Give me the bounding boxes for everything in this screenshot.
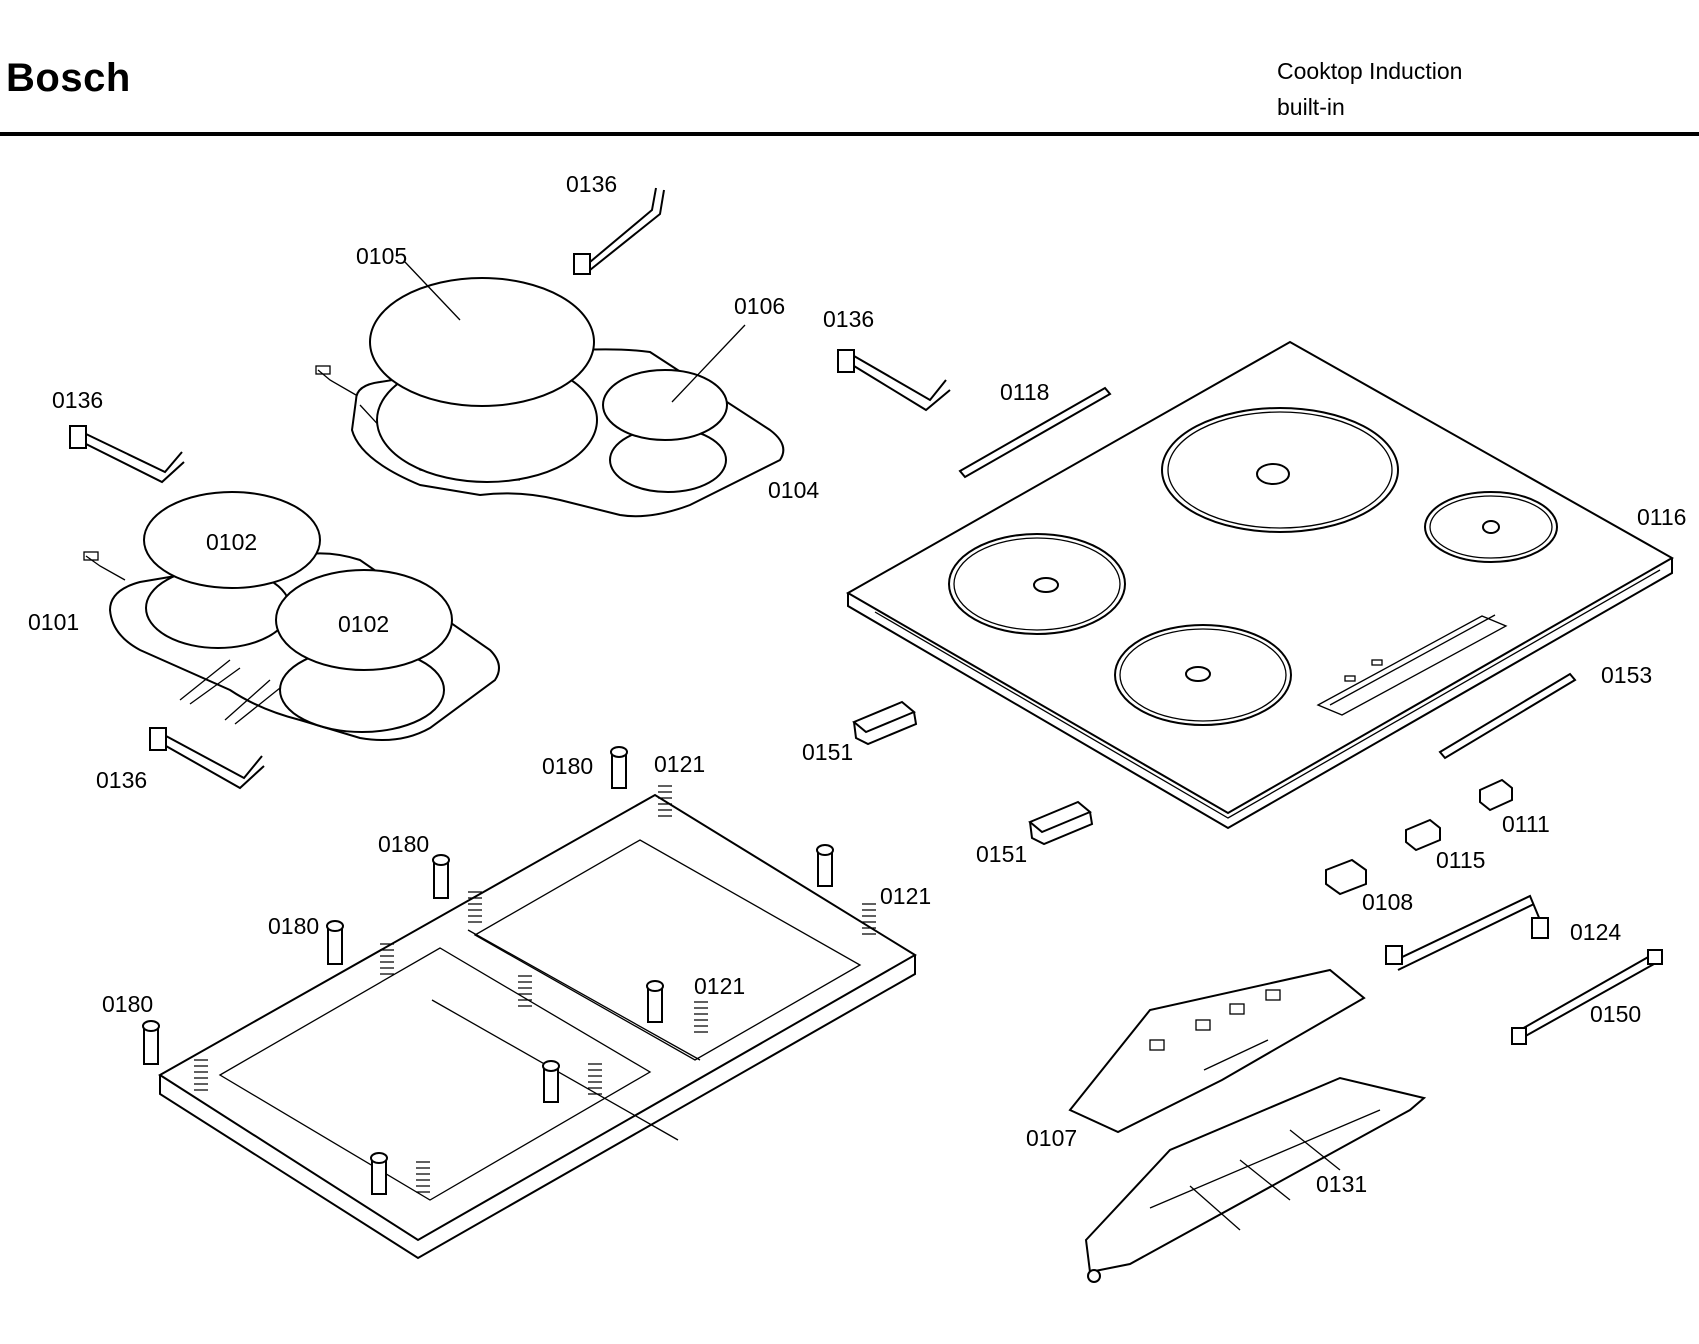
label-0106: 0106 (734, 293, 785, 319)
label-0124: 0124 (1570, 919, 1621, 945)
product-subtitle-line2: built-in (1277, 94, 1345, 120)
part-0111[interactable] (1479, 778, 1513, 812)
label-0121-c: 0121 (694, 973, 745, 999)
label-0108: 0108 (1362, 889, 1413, 915)
label-0101: 0101 (28, 609, 79, 635)
foot-0180-c[interactable] (326, 920, 344, 965)
label-0136-right: 0136 (823, 306, 874, 332)
part-0115[interactable] (1405, 818, 1441, 852)
large-induction-coil-0105[interactable] (369, 277, 598, 483)
label-0118: 0118 (1000, 379, 1049, 405)
glass-ceramic-top[interactable] (845, 340, 1675, 830)
part-0108[interactable] (1325, 858, 1367, 896)
wire-harness-0124[interactable] (1385, 894, 1549, 971)
sensor-0136-bottom[interactable] (149, 727, 265, 790)
spring-0121-i[interactable] (416, 1161, 430, 1193)
label-0180-b: 0180 (378, 831, 429, 857)
foot-0180-h[interactable] (370, 1152, 388, 1195)
header-divider (0, 132, 1699, 136)
spring-0121-b[interactable] (862, 903, 876, 935)
label-0104: 0104 (768, 477, 819, 503)
induction-coil-0102-right[interactable] (275, 569, 453, 733)
label-0115: 0115 (1436, 847, 1485, 873)
wire-harness-0150[interactable] (1511, 949, 1663, 1045)
label-0105: 0105 (356, 243, 407, 269)
mounting-frame[interactable] (158, 793, 917, 1260)
spring-0121-f[interactable] (518, 975, 532, 1007)
bracket-0151-lower[interactable] (1028, 800, 1094, 846)
foot-0180-a[interactable] (610, 746, 628, 789)
label-0107: 0107 (1026, 1125, 1077, 1151)
label-0136-bottom: 0136 (96, 767, 147, 793)
spring-0121-d[interactable] (468, 891, 482, 923)
label-0121-a: 0121 (654, 751, 705, 777)
label-0131: 0131 (1316, 1171, 1367, 1197)
label-0151-lower: 0151 (976, 841, 1027, 867)
sensor-0136-top[interactable] (573, 187, 665, 275)
spring-0121-e[interactable] (380, 943, 394, 975)
foot-0180-b[interactable] (432, 854, 450, 899)
label-0102-left: 0102 (206, 529, 257, 555)
bracket-0151-upper[interactable] (852, 700, 918, 746)
induction-coil-0102-left[interactable] (143, 491, 321, 649)
label-0111: 0111 (1502, 811, 1550, 837)
foot-0180-e[interactable] (816, 844, 834, 887)
spring-0121-g[interactable] (194, 1059, 208, 1091)
control-board-0107[interactable] (1068, 968, 1366, 1134)
spring-0121-a[interactable] (658, 785, 672, 817)
fan-housing-0131[interactable] (1084, 1076, 1427, 1283)
label-0102-right: 0102 (338, 611, 389, 637)
sensor-0136-left[interactable] (69, 425, 185, 484)
product-subtitle-line1: Cooktop Induction (1277, 58, 1463, 84)
brand-title: Bosch (6, 56, 131, 100)
label-0136-top: 0136 (566, 171, 617, 197)
label-0180-c: 0180 (268, 913, 319, 939)
label-0136-left: 0136 (52, 387, 103, 413)
label-0180-d: 0180 (102, 991, 153, 1017)
foot-0180-d[interactable] (142, 1020, 160, 1065)
small-induction-coil-0106[interactable] (602, 369, 728, 493)
label-0153: 0153 (1601, 662, 1652, 688)
label-0116: 0116 (1637, 504, 1686, 530)
label-0121-b: 0121 (880, 883, 931, 909)
trim-strip-0153[interactable] (1438, 672, 1577, 760)
trim-strip-0118[interactable] (958, 386, 1112, 479)
label-0151-upper: 0151 (802, 739, 853, 765)
sensor-0136-right[interactable] (837, 349, 951, 412)
label-0180-a: 0180 (542, 753, 593, 779)
label-0150: 0150 (1590, 1001, 1641, 1027)
foot-0180-g[interactable] (542, 1060, 560, 1103)
spring-0121-c[interactable] (694, 1001, 708, 1033)
foot-0180-f[interactable] (646, 980, 664, 1023)
spring-0121-h[interactable] (588, 1063, 602, 1095)
